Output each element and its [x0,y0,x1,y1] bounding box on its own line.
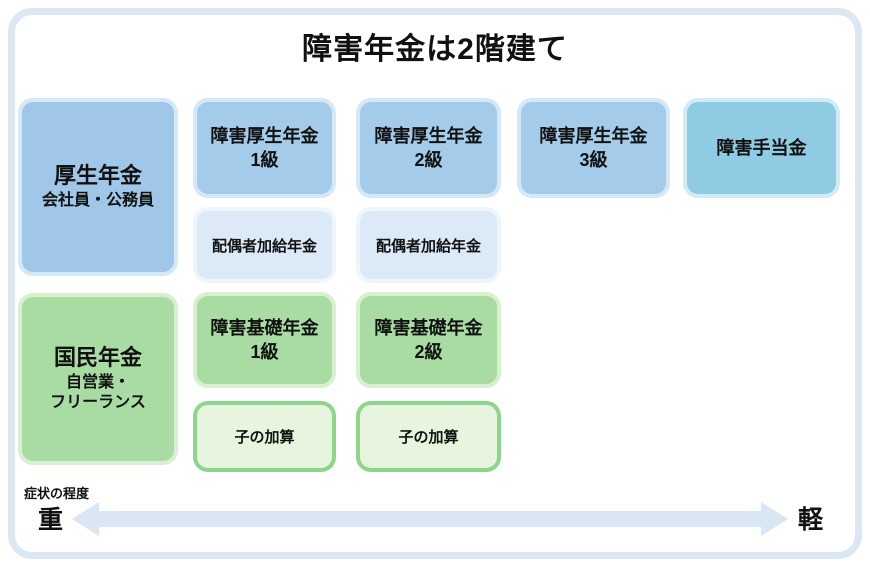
addon-label: 子の加算 [234,429,295,446]
severity-double-arrow [72,502,788,536]
addon-box-spouse-2: 配偶者加給年金 [356,207,501,283]
pension-type-kokumin-subtitle1: 自営業・ [65,373,130,391]
addon-box-spouse-1: 配偶者加給年金 [193,207,336,283]
pension-type-kosei-subtitle: 会社員・公務員 [41,191,154,209]
pension-type-kokumin: 国民年金 自営業・ フリーランス [18,293,178,465]
pension-type-kosei-title: 厚生年金 [53,163,142,189]
benefit-box-kosei-grade3: 障害厚生年金 3級 [517,98,670,198]
benefit-grade: 2級 [414,150,443,170]
outer-frame [8,8,862,559]
axis-right-label: 軽 [798,506,824,534]
benefit-box-kosei-grade2: 障害厚生年金 2級 [356,98,501,198]
benefit-label: 障害基礎年金 [210,317,319,338]
benefit-box-teatekin: 障害手当金 [683,98,840,198]
diagram-title: 障害年金は2階建て [302,33,568,66]
benefit-box-kiso-grade2: 障害基礎年金 2級 [356,292,501,388]
axis-left-label: 重 [38,506,64,534]
benefit-grade: 1級 [250,342,279,362]
addon-label: 配偶者加給年金 [211,237,317,255]
pension-type-kosei: 厚生年金 会社員・公務員 [18,98,178,276]
benefit-grade: 1級 [250,150,279,170]
benefit-label: 障害基礎年金 [374,317,483,338]
benefit-label: 障害厚生年金 [374,125,483,146]
pension-type-kokumin-subtitle2: フリーランス [50,394,146,412]
benefit-label: 障害厚生年金 [539,125,648,146]
benefit-box-kiso-grade1: 障害基礎年金 1級 [193,292,336,388]
benefit-label: 障害厚生年金 [210,125,319,146]
pension-type-kokumin-title: 国民年金 [53,344,142,370]
arrow-right-head-icon [761,502,788,536]
arrow-left-head-icon [72,502,99,536]
addon-box-child-1: 子の加算 [193,401,336,472]
arrow-shaft [99,511,761,527]
benefit-label: 障害手当金 [716,137,807,158]
benefit-grade: 3級 [579,150,608,170]
addon-box-child-2: 子の加算 [356,401,501,472]
addon-label: 配偶者加給年金 [375,237,481,255]
axis-caption: 症状の程度 [24,486,90,501]
benefit-grade: 2級 [414,342,443,362]
addon-label: 子の加算 [398,429,459,446]
benefit-box-kosei-grade1: 障害厚生年金 1級 [193,98,336,198]
